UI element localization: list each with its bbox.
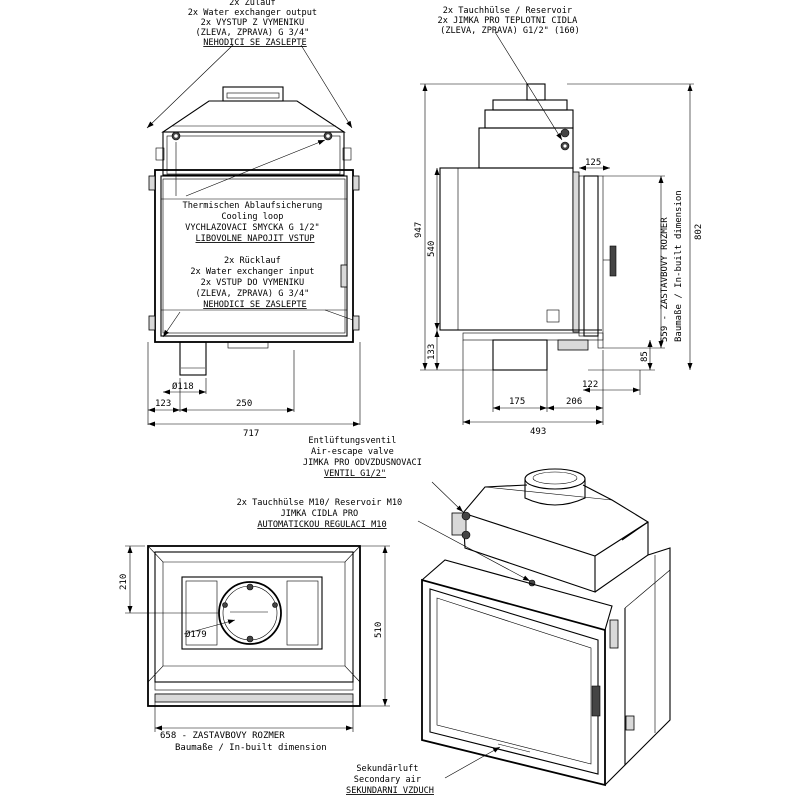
air-valve-label: Entlüftungsventil Air-escape valve JIMKA…: [303, 436, 427, 479]
dim-559-sub: Baumaße / In-built dimension: [674, 190, 684, 342]
dim-717: 717: [243, 429, 259, 439]
front-view: 2x Zulauf 2x Water exchanger output 2x V…: [146, 0, 361, 439]
dim-559: 559 - ZASTAVBOVY ROZMER: [660, 217, 670, 342]
iso-view: Entlüftungsventil Air-escape valve JIMKA…: [237, 436, 671, 796]
side-water-jacket: [478, 127, 574, 169]
water-jacket: [162, 131, 345, 176]
dim-179: Ø179: [185, 629, 207, 640]
m10-well-label: 2x Tauchhülse M10/ Reservoir M10 JIMKA C…: [237, 498, 408, 530]
sensor-well-label: 2x Tauchhülse / Reservoir 2x JIMKA PRO T…: [438, 6, 583, 36]
dim-133: 133: [427, 344, 437, 360]
dim-802: 802: [694, 224, 704, 240]
iso-door-frame: [421, 578, 606, 787]
side-door: [583, 175, 599, 337]
dim-206: 206: [566, 397, 582, 407]
top-outer: [147, 545, 361, 707]
side-view: 2x Tauchhülse / Reservoir 2x JIMKA PRO T…: [414, 6, 704, 437]
dim-658: 658 - ZASTAVBOVY ROZMER: [160, 731, 285, 741]
secondary-air-inlet: [179, 341, 207, 376]
dim-175: 175: [509, 397, 525, 407]
side-air-inlet: [492, 339, 548, 371]
dim-118: Ø118: [172, 381, 194, 392]
side-body: [439, 167, 574, 331]
cooling-loop-label: Thermischen Ablaufsicherung Cooling loop…: [183, 201, 328, 244]
dim-658-sub: Baumaße / In-built dimension: [175, 743, 327, 753]
dim-250: 250: [236, 399, 252, 409]
dim-540: 540: [427, 241, 437, 257]
dim-123: 123: [155, 399, 171, 409]
iso-handle: [591, 685, 601, 717]
door-handle: [340, 264, 348, 288]
dim-85: 85: [640, 351, 650, 362]
secondary-air-label: Sekundärluft Secondary air SEKUNDARNI VZ…: [346, 764, 434, 796]
dim-125: 125: [585, 158, 601, 168]
top-view: Ø179 210 510 658 - ZASTAVBOVY ROZMER Bau…: [119, 545, 390, 753]
dim-510: 510: [374, 622, 384, 638]
flue-collar: [222, 86, 284, 102]
dim-947: 947: [414, 222, 424, 238]
dim-493: 493: [530, 427, 546, 437]
iso-air-valve: [461, 511, 471, 521]
inlet-label: 2x Rücklauf 2x Water exchanger input 2x …: [190, 256, 319, 310]
front-hood: [161, 100, 346, 133]
dim-122: 122: [582, 380, 598, 390]
iso-side: [624, 547, 671, 766]
dim-210: 210: [119, 574, 129, 590]
side-handle: [609, 245, 617, 277]
flue-opening: [218, 581, 282, 645]
outlet-label: 2x Zulauf 2x Water exchanger output 2x V…: [188, 0, 323, 48]
